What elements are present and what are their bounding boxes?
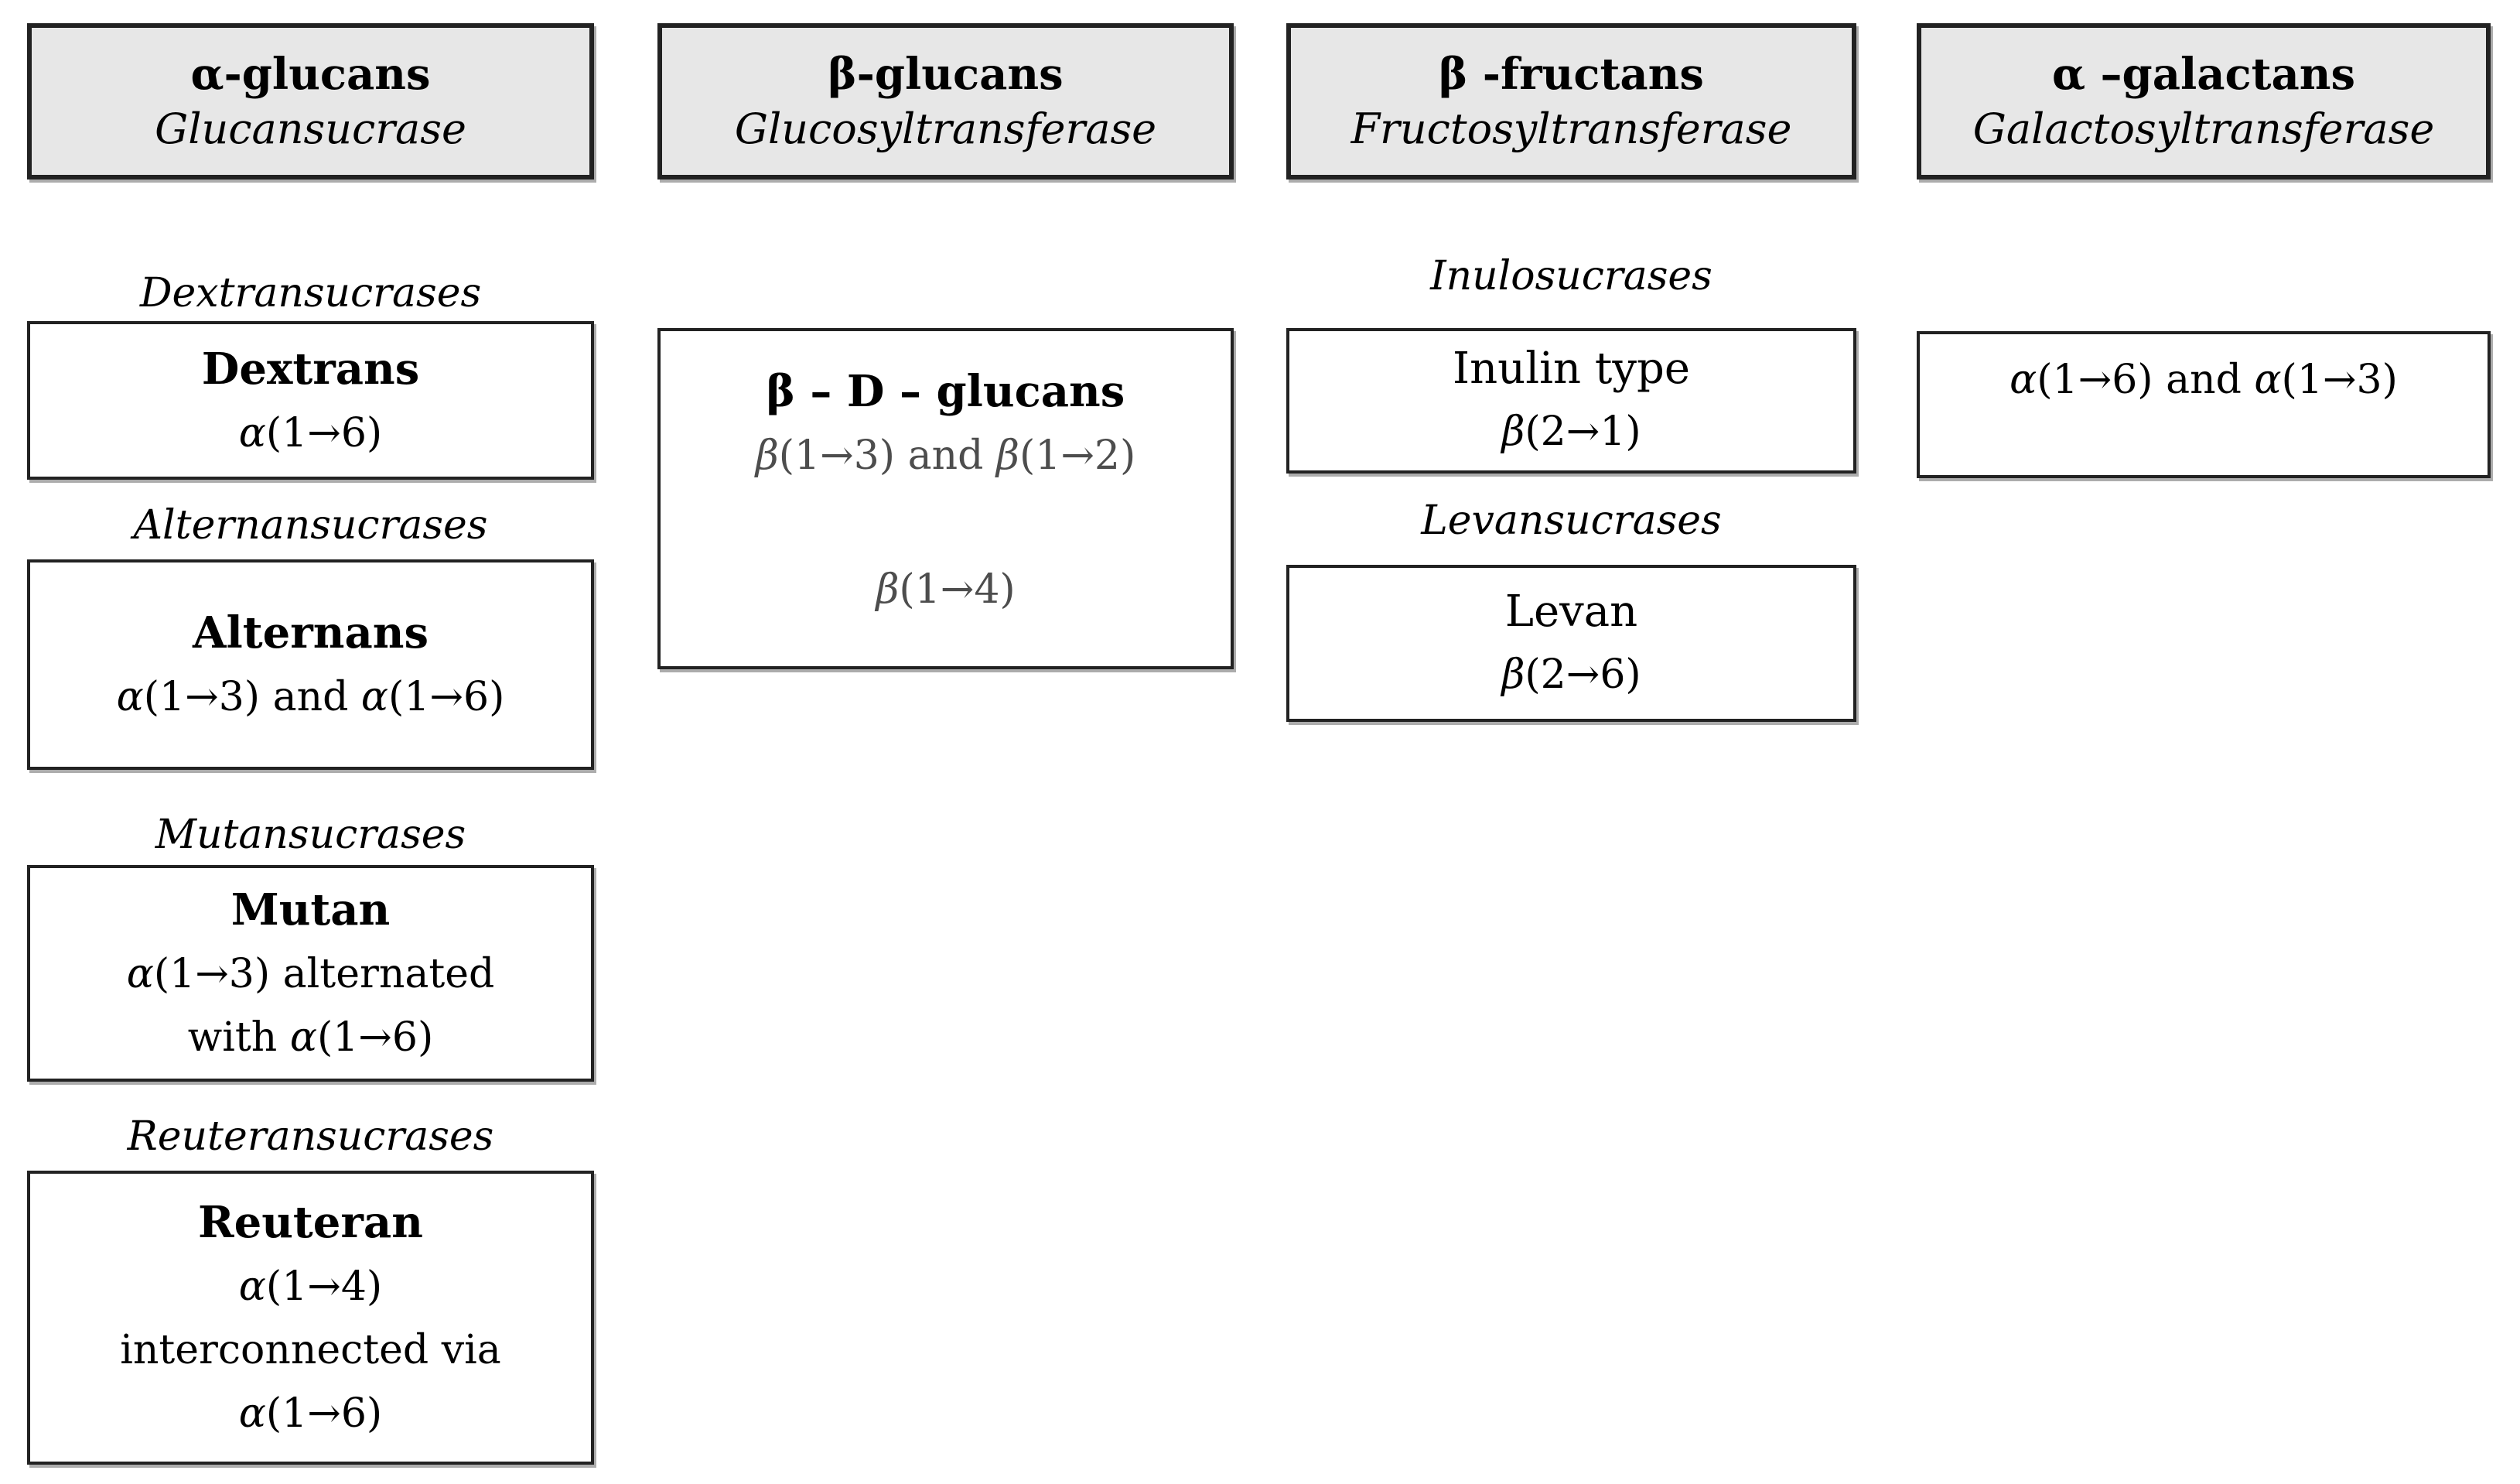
linkage-line: with α(1→6) [187, 1014, 434, 1061]
polysaccharide-name: Levan [1504, 586, 1638, 637]
header-enzyme-name: Glucosyltransferase [734, 104, 1157, 153]
linkage-line: α(1→6) [238, 409, 383, 456]
group-label-levansucrases: Levansucrases [1421, 498, 1722, 544]
column-beta-fructans: β -fructans Fructosyltransferase Inulosu… [1286, 0, 1856, 1484]
header-title: β-glucans [828, 49, 1064, 100]
linkage-line: α(1→3) and α(1→6) [116, 674, 505, 720]
header-alpha-glucans: α-glucans Glucansucrase [27, 23, 594, 180]
linkage-line: β(1→4) [876, 566, 1016, 613]
header-beta-fructans: β -fructans Fructosyltransferase [1286, 23, 1856, 180]
linkage-line: α(1→6) [238, 1390, 383, 1437]
column-alpha-galactans: α –galactans Galactosyltransferase α(1→6… [1917, 0, 2491, 1484]
polysaccharide-name: Mutan [230, 884, 391, 935]
linkage-line: β(1→3) and β(1→2) [755, 433, 1136, 479]
polysaccharide-name: β – D – glucans [766, 366, 1125, 417]
box-dextrans: Dextrans α(1→6) [27, 321, 594, 480]
header-enzyme-name: Glucansucrase [155, 104, 466, 153]
box-beta-d-glucans: β – D – glucans β(1→3) and β(1→2) β(1→4) [657, 328, 1234, 669]
header-title: α –galactans [2051, 49, 2356, 100]
header-enzyme-name: Galactosyltransferase [1972, 104, 2435, 153]
box-alternans: Alternans α(1→3) and α(1→6) [27, 559, 594, 770]
polysaccharide-name: Dextrans [201, 343, 420, 395]
linkage-line: interconnected via [120, 1327, 501, 1373]
linkage-line: α(1→6) and α(1→3) [2010, 357, 2398, 403]
polysaccharide-name: Alternans [193, 607, 429, 658]
column-alpha-glucans: α-glucans Glucansucrase Dextransucrases … [27, 0, 594, 1484]
column-beta-glucans: β-glucans Glucosyltransferase β – D – gl… [657, 0, 1234, 1484]
group-label-alternansucrases: Alternansucrases [133, 502, 488, 549]
box-mutan: Mutan α(1→3) alternated with α(1→6) [27, 865, 594, 1082]
linkage-line: α(1→4) [238, 1263, 383, 1310]
box-galactan-linkages: α(1→6) and α(1→3) [1917, 331, 2491, 478]
box-levan: Levan β(2→6) [1286, 565, 1856, 722]
linkage-line: α(1→3) alternated [126, 951, 495, 997]
group-label-dextransucrases: Dextransucrases [139, 270, 482, 316]
linkage-line: β(2→6) [1501, 651, 1641, 698]
polysaccharide-name: Inulin type [1452, 344, 1691, 394]
linkage-line: β(2→1) [1501, 409, 1641, 455]
header-enzyme-name: Fructosyltransferase [1350, 104, 1792, 153]
header-title: α-glucans [190, 49, 431, 100]
group-label-reuteransucrases: Reuteransucrases [127, 1113, 494, 1160]
header-title: β -fructans [1439, 49, 1704, 100]
group-label-mutansucrases: Mutansucrases [155, 812, 466, 858]
box-inulin-type: Inulin type β(2→1) [1286, 328, 1856, 474]
group-label-inulosucrases: Inulosucrases [1430, 253, 1712, 299]
header-alpha-galactans: α –galactans Galactosyltransferase [1917, 23, 2491, 180]
box-reuteran: Reuteran α(1→4) interconnected via α(1→6… [27, 1171, 594, 1465]
header-beta-glucans: β-glucans Glucosyltransferase [657, 23, 1234, 180]
polysaccharide-name: Reuteran [198, 1197, 423, 1248]
